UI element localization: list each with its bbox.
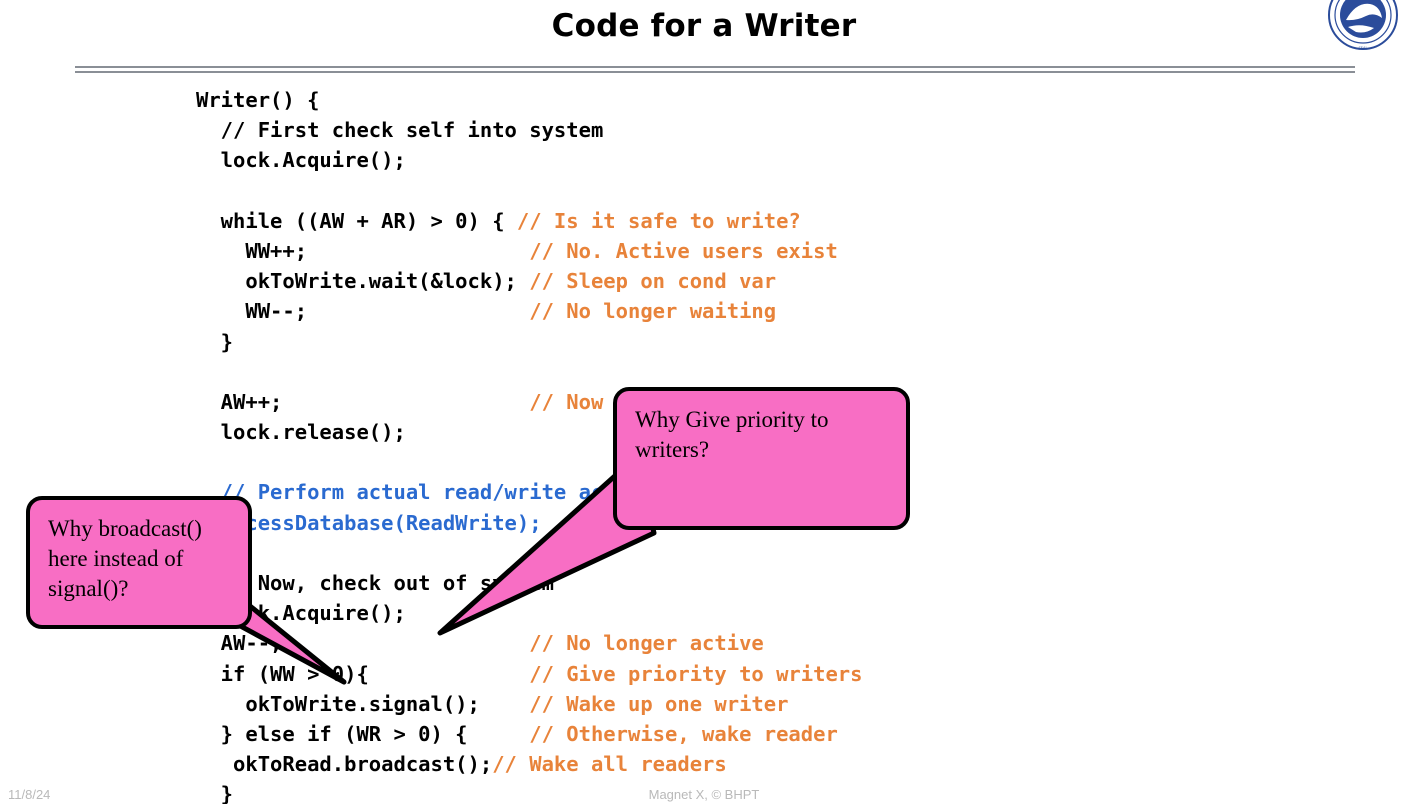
title-divider-line-top	[75, 66, 1355, 68]
code-segment-comment: // Wake up one writer	[529, 691, 789, 716]
code-segment-plain: lock.Acquire();	[196, 148, 406, 173]
code-line: // First check self into system	[196, 115, 863, 145]
code-segment-plain: WW++;	[196, 238, 530, 263]
code-segment-comment: // No longer waiting	[529, 299, 777, 324]
code-segment-plain: AW++;	[196, 389, 530, 414]
code-line: } else if (WR > 0) { // Otherwise, wake …	[196, 719, 863, 749]
code-line: WW++; // No. Active users exist	[196, 236, 863, 266]
svg-text:SEAL: SEAL	[1358, 46, 1367, 50]
code-line: while ((AW + AR) > 0) { // Is it safe to…	[196, 206, 863, 236]
code-segment-comment: // Sleep on cond var	[529, 269, 777, 294]
code-segment-plain: }	[196, 782, 234, 804]
code-line: lock.release();	[196, 417, 863, 447]
code-segment-plain: okToWrite.signal();	[196, 691, 530, 716]
code-segment-plain: okToRead.broadcast();	[196, 752, 493, 777]
code-segment-plain: Writer() {	[196, 88, 320, 112]
code-line: Writer() {	[196, 85, 863, 115]
code-listing: Writer() { // First check self into syst…	[196, 85, 863, 804]
code-line	[196, 176, 863, 206]
code-segment-comment: // Is it safe to write?	[516, 208, 801, 233]
title-divider-line-bottom	[75, 71, 1355, 73]
code-line: WW--; // No longer waiting	[196, 296, 863, 326]
code-segment-plain: WW--;	[196, 299, 530, 324]
page-title: Code for a Writer	[551, 8, 857, 44]
code-segment-comment: // No longer active	[529, 631, 764, 656]
code-segment-comment: // Give priority to writers	[529, 661, 863, 686]
code-segment-blue: AccessDatabase(ReadWrite);	[196, 510, 542, 535]
footer-attribution: Magnet X, © BHPT	[648, 787, 760, 802]
code-segment-plain: } else if (WR > 0) {	[196, 721, 530, 746]
code-line: okToRead.broadcast();// Wake all readers	[196, 749, 863, 779]
code-segment-plain: while ((AW + AR) > 0) {	[196, 208, 517, 233]
code-segment-comment: // No. Active users exist	[529, 238, 838, 263]
code-segment-plain: if (WW > 0){	[196, 661, 530, 686]
code-segment-plain: // First check self into system	[196, 118, 604, 143]
code-line	[196, 357, 863, 387]
callout-why-give-priority-to-writers[interactable]: Why Give priority to writers?	[613, 387, 910, 530]
callout-why-broadcast-instead-of-signal[interactable]: Why broadcast() here instead of signal()…	[26, 496, 252, 629]
code-segment-comment: // Otherwise, wake reader	[529, 721, 838, 746]
code-segment-comment: // Wake all readers	[492, 752, 727, 777]
code-segment-plain: }	[196, 329, 234, 354]
code-line: AW--; // No longer active	[196, 628, 863, 658]
university-seal-icon: UNIVERSITY SEAL	[1326, 0, 1400, 52]
code-line: lock.Acquire();	[196, 145, 863, 175]
title-divider	[75, 66, 1355, 73]
code-segment-plain: lock.release();	[196, 420, 406, 445]
code-line: okToWrite.signal(); // Wake up one write…	[196, 689, 863, 719]
code-line: okToWrite.wait(&lock); // Sleep on cond …	[196, 266, 863, 296]
code-line: if (WW > 0){ // Give priority to writers	[196, 659, 863, 689]
code-line: AccessDatabase(ReadWrite);	[196, 508, 863, 538]
code-line: }	[196, 779, 863, 804]
code-line: }	[196, 327, 863, 357]
footer-date: 11/8/24	[8, 787, 51, 802]
code-segment-plain: okToWrite.wait(&lock);	[196, 269, 530, 294]
